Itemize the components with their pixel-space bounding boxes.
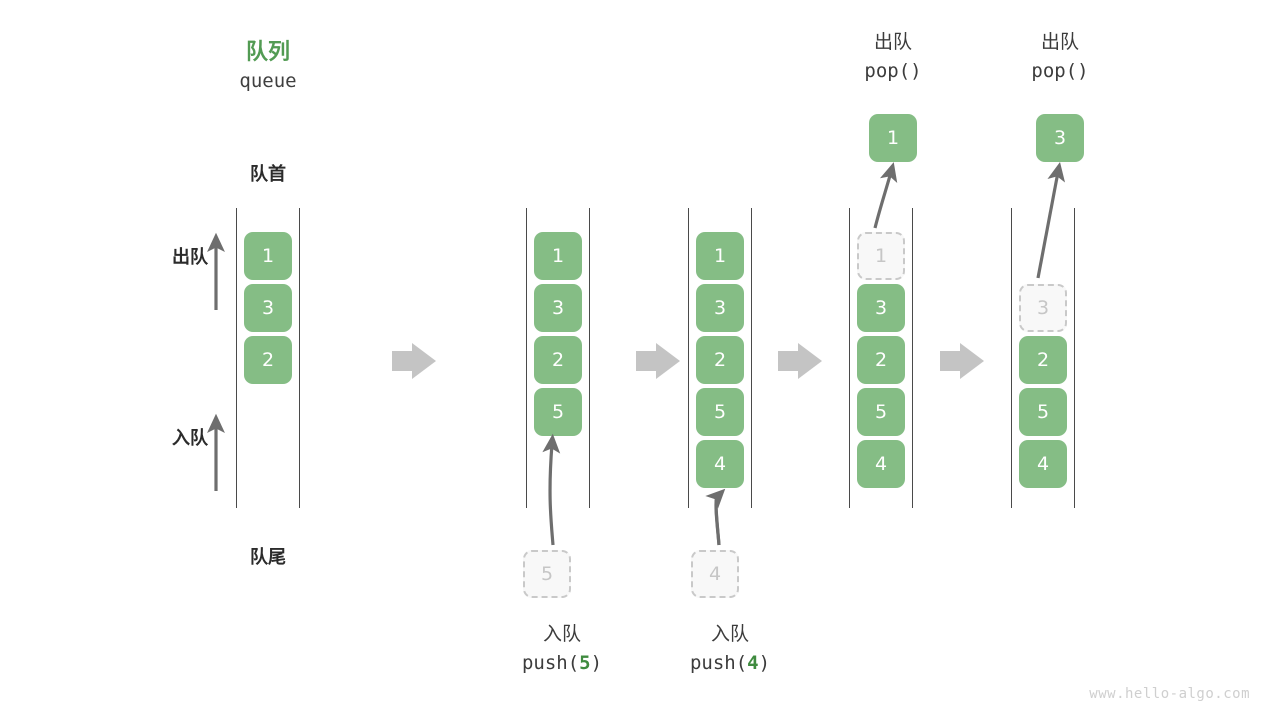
pop-caption-2-code-suffix: ) — [1077, 60, 1089, 82]
queue-cell-removed: 3 — [1019, 284, 1067, 332]
queue-rail-left — [236, 208, 237, 508]
step-arrow-icon — [778, 343, 822, 379]
step-arrow-icon — [940, 343, 984, 379]
queue-cell-removed: 1 — [857, 232, 905, 280]
push-caption-4-code-prefix: push( — [689, 652, 748, 674]
pop-caption-1: 出队 pop() — [793, 28, 993, 86]
queue-rail-right — [751, 208, 752, 508]
pop-caption-1-code: pop() — [793, 56, 993, 86]
queue-cell: 4 — [696, 440, 744, 488]
queue-column-initial: 1 3 2 — [236, 208, 300, 508]
push-caption-4-code: push(4) — [630, 648, 830, 678]
site-watermark: www.hello-algo.com — [1089, 686, 1250, 702]
push-caption-5-code-prefix: push( — [521, 652, 580, 674]
queue-rail-left — [849, 208, 850, 508]
queue-front-label: 队首 — [250, 164, 286, 185]
queue-cell: 5 — [1019, 388, 1067, 436]
queue-cell: 1 — [244, 232, 292, 280]
pop-caption-2-cn: 出队 — [1040, 31, 1079, 53]
queue-rail-left — [1011, 208, 1012, 508]
queue-cell: 5 — [534, 388, 582, 436]
pop-caption-1-cn: 出队 — [873, 31, 912, 53]
push-caption-4-code-arg: 4 — [747, 652, 759, 674]
queue-cell: 5 — [857, 388, 905, 436]
queue-rail-left — [688, 208, 689, 508]
queue-rail-right — [1074, 208, 1075, 508]
queue-cell: 2 — [244, 336, 292, 384]
queue-cell: 2 — [696, 336, 744, 384]
push-caption-5-code-suffix: ) — [590, 652, 603, 674]
pop-caption-2: 出队 pop() — [960, 28, 1160, 86]
queue-column-push-5: 1 3 2 5 — [526, 208, 590, 508]
pop-caption-1-code-suffix: ) — [910, 60, 922, 82]
push-caption-4-cn: 入队 — [710, 623, 749, 645]
push-caption-5-code-arg: 5 — [579, 652, 591, 674]
queue-cell: 3 — [534, 284, 582, 332]
pending-push-cell-5: 5 — [523, 550, 571, 598]
queue-cell: 3 — [244, 284, 292, 332]
queue-rail-right — [912, 208, 913, 508]
popped-cell-2: 3 — [1036, 114, 1084, 162]
queue-rear-label: 队尾 — [250, 547, 286, 568]
popped-cell-1: 1 — [869, 114, 917, 162]
enqueue-direction-label: 入队 — [172, 428, 208, 449]
queue-rail-left — [526, 208, 527, 508]
push-caption-4: 入队 push(4) — [630, 620, 830, 678]
queue-cell: 4 — [1019, 440, 1067, 488]
queue-cell: 5 — [696, 388, 744, 436]
queue-column-pop-1: 1 3 2 5 4 — [849, 208, 913, 508]
pop-caption-2-code: pop() — [960, 56, 1160, 86]
diagram-title-cn: 队列 — [245, 40, 290, 65]
queue-column-pop-3: 3 2 5 4 — [1011, 208, 1075, 508]
step-arrow-icon — [392, 343, 436, 379]
queue-cell: 2 — [1019, 336, 1067, 384]
queue-cell: 1 — [534, 232, 582, 280]
push-caption-5-cn: 入队 — [542, 623, 581, 645]
pop-caption-1-code-prefix: pop( — [864, 60, 911, 82]
queue-cell: 4 — [857, 440, 905, 488]
step-arrow-icon — [636, 343, 680, 379]
queue-rail-right — [589, 208, 590, 508]
dequeue-direction-label: 出队 — [172, 247, 208, 268]
queue-cell: 1 — [696, 232, 744, 280]
pop-caption-2-code-prefix: pop( — [1031, 60, 1078, 82]
queue-cell: 2 — [534, 336, 582, 384]
push-caption-5: 入队 push(5) — [462, 620, 662, 678]
pending-push-cell-4: 4 — [691, 550, 739, 598]
push-caption-5-code: push(5) — [462, 648, 662, 678]
queue-rail-right — [299, 208, 300, 508]
queue-cell: 2 — [857, 336, 905, 384]
queue-cell: 3 — [857, 284, 905, 332]
queue-cell: 3 — [696, 284, 744, 332]
diagram-title-en: queue — [239, 70, 297, 92]
push-caption-4-code-suffix: ) — [758, 652, 771, 674]
queue-column-push-4: 1 3 2 5 4 — [688, 208, 752, 508]
